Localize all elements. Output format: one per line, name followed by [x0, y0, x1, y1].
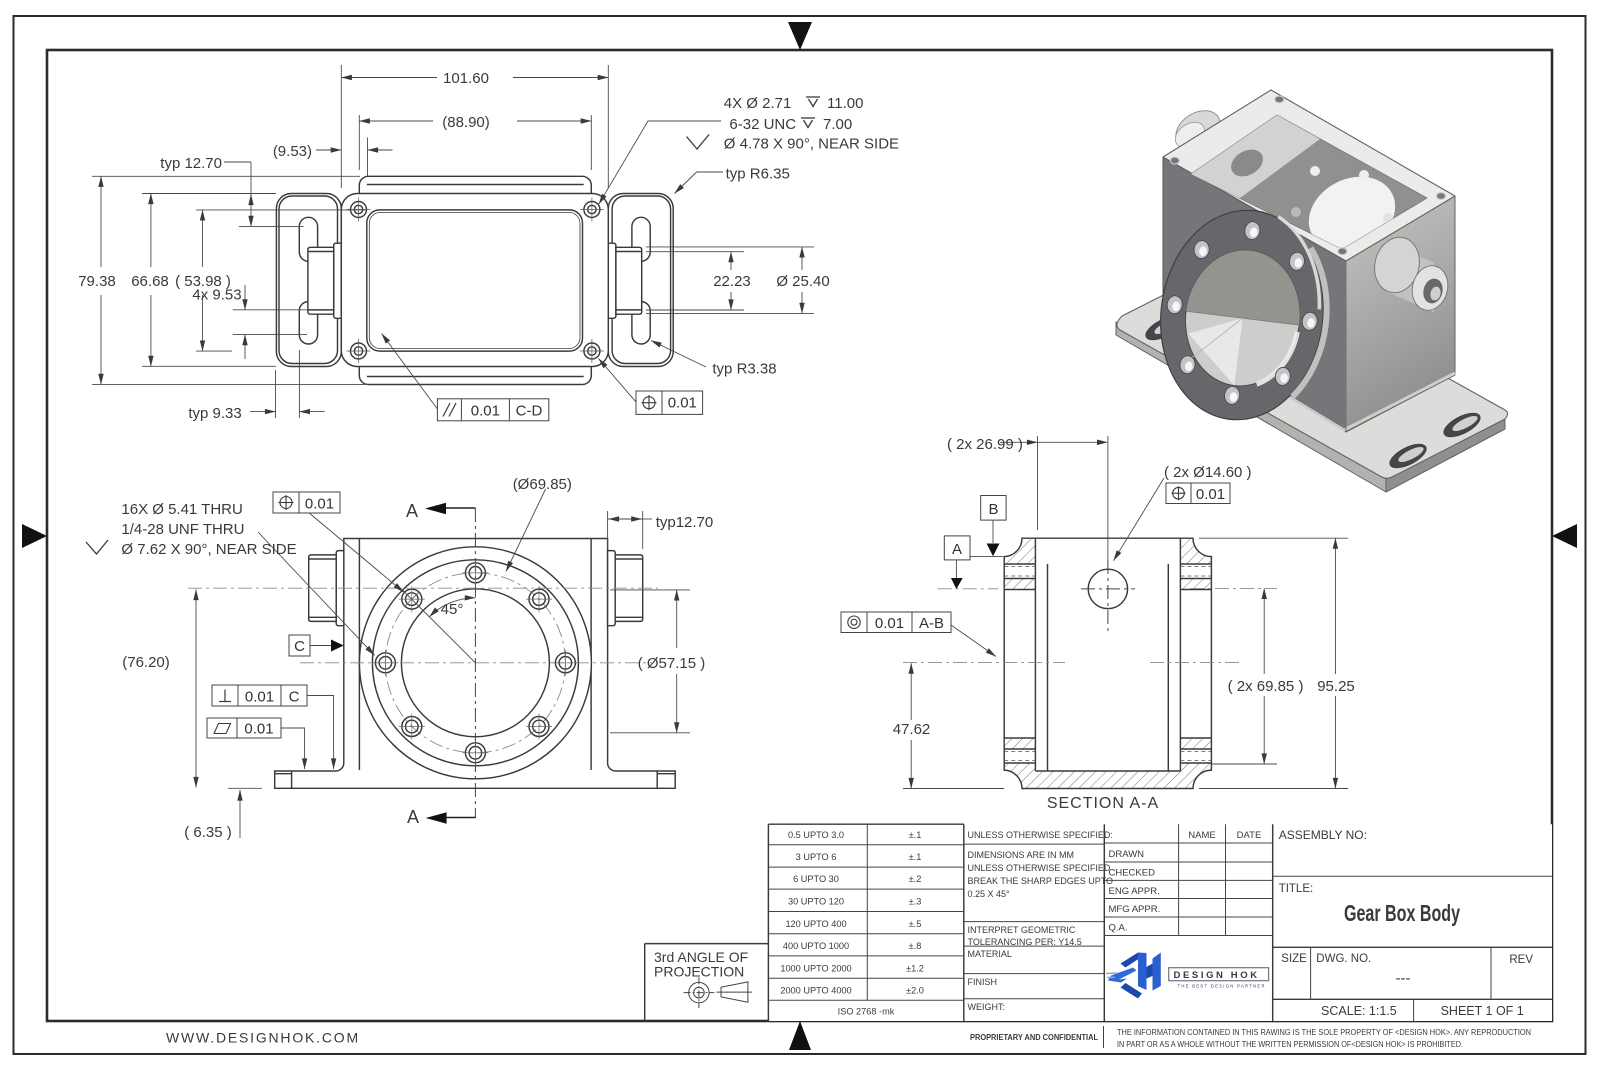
svg-text:WWW.DESIGNHOK.COM: WWW.DESIGNHOK.COM: [166, 1030, 360, 1046]
svg-text:FINISH: FINISH: [968, 977, 998, 987]
svg-text:1000 UPTO 2000: 1000 UPTO 2000: [780, 964, 851, 974]
svg-text:( 2x 26.99 ): ( 2x 26.99 ): [947, 436, 1023, 453]
svg-text:0.01: 0.01: [305, 495, 334, 512]
svg-text:120 UPTO 400: 120 UPTO 400: [785, 919, 846, 929]
svg-text:0.01: 0.01: [471, 402, 500, 419]
svg-text:0.01: 0.01: [875, 615, 904, 632]
svg-text:79.38: 79.38: [78, 273, 116, 290]
svg-text:±1.2: ±1.2: [906, 964, 924, 974]
svg-text:±.2: ±.2: [909, 874, 922, 884]
svg-text:±.1: ±.1: [909, 830, 922, 840]
svg-text:( 6.35 ): ( 6.35 ): [184, 824, 232, 841]
svg-text:±.3: ±.3: [909, 897, 922, 907]
svg-text:C: C: [294, 638, 305, 655]
svg-text:SECTION A-A: SECTION A-A: [1047, 795, 1159, 812]
svg-text:WEIGHT:: WEIGHT:: [968, 1002, 1006, 1012]
svg-text:REV: REV: [1509, 954, 1533, 966]
svg-text:(76.20): (76.20): [122, 654, 170, 671]
svg-text:MFG APPR.: MFG APPR.: [1109, 904, 1161, 915]
svg-text:PROPRIETARY AND CONFIDENTIAL: PROPRIETARY AND CONFIDENTIAL: [970, 1032, 1098, 1042]
svg-text:7.00: 7.00: [823, 116, 852, 133]
svg-text:(Ø69.85): (Ø69.85): [513, 476, 572, 493]
svg-text:SIZE: SIZE: [1281, 953, 1307, 965]
svg-text:DESIGN HOK: DESIGN HOK: [1174, 970, 1260, 981]
svg-text:typ R6.35: typ R6.35: [726, 166, 790, 183]
svg-text:6-32 UNC: 6-32 UNC: [729, 116, 796, 133]
svg-text:UNLESS OTHERWISE SPECIFIED:: UNLESS OTHERWISE SPECIFIED:: [968, 830, 1113, 840]
svg-text:( 2x 69.85 ): ( 2x 69.85 ): [1228, 678, 1304, 695]
svg-text:±.8: ±.8: [909, 941, 922, 951]
svg-text:SCALE: 1:1.5: SCALE: 1:1.5: [1321, 1004, 1397, 1018]
svg-text:PROJECTION: PROJECTION: [654, 964, 744, 980]
svg-text:Ø 4.78 X 90°, NEAR SIDE: Ø 4.78 X 90°, NEAR SIDE: [724, 136, 899, 153]
svg-text:400 UPTO 1000: 400 UPTO 1000: [783, 941, 849, 951]
svg-text:1/4-28 UNF THRU: 1/4-28 UNF THRU: [121, 521, 244, 538]
svg-text:22.23: 22.23: [713, 273, 751, 290]
svg-text:TITLE:: TITLE:: [1279, 883, 1314, 895]
svg-text:0.01: 0.01: [244, 720, 273, 737]
svg-text:NAME: NAME: [1188, 830, 1215, 841]
svg-text:MATERIAL: MATERIAL: [968, 949, 1012, 959]
svg-text:C: C: [289, 688, 300, 705]
svg-text:0.01: 0.01: [1196, 486, 1225, 503]
svg-text:±2.0: ±2.0: [906, 986, 924, 996]
svg-text:0.5 UPTO 3.0: 0.5 UPTO 3.0: [788, 830, 844, 840]
svg-text:47.62: 47.62: [893, 721, 931, 738]
svg-text:2000 UPTO 4000: 2000 UPTO 4000: [780, 986, 851, 996]
svg-text:( 2x Ø14.60 ): ( 2x Ø14.60 ): [1164, 464, 1252, 481]
svg-text:3rd ANGLE OF: 3rd ANGLE OF: [654, 949, 748, 965]
svg-text:3 UPTO 6: 3 UPTO 6: [796, 852, 837, 862]
svg-text:Ø 7.62 X 90°, NEAR SIDE: Ø 7.62 X 90°, NEAR SIDE: [121, 541, 296, 558]
svg-text:TOLERANCING PER: Y14.5: TOLERANCING PER: Y14.5: [968, 937, 1082, 947]
svg-text:IN PART OR AS A WHOLE WITHOUT: IN PART OR AS A WHOLE WITHOUT THE WRITTE…: [1117, 1040, 1463, 1049]
svg-text:Gear Box Body: Gear Box Body: [1344, 900, 1460, 926]
svg-text:16X Ø 5.41 THRU: 16X Ø 5.41 THRU: [121, 501, 242, 518]
svg-text:INTERPRET GEOMETRIC: INTERPRET GEOMETRIC: [968, 925, 1076, 935]
svg-text:95.25: 95.25: [1317, 678, 1355, 695]
svg-text:(9.53): (9.53): [273, 143, 312, 160]
svg-text:typ R3.38: typ R3.38: [712, 361, 776, 378]
svg-text:30 UPTO 120: 30 UPTO 120: [788, 897, 844, 907]
svg-text:0.25 X 45°: 0.25 X 45°: [968, 889, 1011, 899]
svg-text:45°: 45°: [441, 601, 464, 618]
svg-text:DRAWN: DRAWN: [1109, 849, 1145, 860]
svg-text:DWG. NO.: DWG. NO.: [1316, 953, 1371, 965]
svg-text:A: A: [407, 807, 419, 827]
svg-text:( Ø57.15 ): ( Ø57.15 ): [638, 655, 706, 672]
svg-text:B: B: [988, 501, 998, 518]
svg-text:C-D: C-D: [516, 402, 543, 419]
svg-text:±.5: ±.5: [909, 919, 922, 929]
svg-text:A: A: [406, 501, 418, 521]
svg-text:101.60: 101.60: [443, 70, 489, 87]
svg-text:Ø 25.40: Ø 25.40: [776, 273, 829, 290]
svg-text:A: A: [952, 541, 962, 558]
svg-text:Q.A.: Q.A.: [1109, 923, 1128, 934]
svg-text:(88.90): (88.90): [442, 114, 490, 131]
svg-text:0.01: 0.01: [245, 688, 274, 705]
svg-text:typ 12.70: typ 12.70: [160, 155, 222, 172]
svg-text:4X Ø 2.71: 4X Ø 2.71: [724, 95, 792, 112]
svg-text:CHECKED: CHECKED: [1109, 868, 1156, 879]
svg-text:typ 9.33: typ 9.33: [188, 405, 241, 422]
svg-text:66.68: 66.68: [131, 273, 169, 290]
svg-text:A-B: A-B: [919, 615, 944, 632]
svg-text:ASSEMBLY NO:: ASSEMBLY NO:: [1279, 828, 1367, 842]
svg-text:---: ---: [1396, 970, 1411, 987]
svg-text:THE BEST DESIGN PARTNER: THE BEST DESIGN PARTNER: [1178, 984, 1266, 989]
svg-text:THE INFORMATION CONTAINED IN T: THE INFORMATION CONTAINED IN THIS RAWING…: [1117, 1028, 1531, 1037]
svg-text:UNLESS OTHERWISE SPECIFIED .: UNLESS OTHERWISE SPECIFIED .: [968, 863, 1116, 873]
svg-text:SHEET 1 OF 1: SHEET 1 OF 1: [1441, 1004, 1524, 1018]
svg-text:11.00: 11.00: [827, 95, 863, 112]
svg-text:ENG APPR.: ENG APPR.: [1109, 886, 1160, 897]
svg-text:DIMENSIONS ARE IN MM: DIMENSIONS ARE IN MM: [968, 850, 1075, 860]
svg-text:typ12.70: typ12.70: [656, 514, 714, 531]
svg-text:( 53.98 ): ( 53.98 ): [175, 273, 231, 290]
svg-text:0.01: 0.01: [668, 395, 697, 412]
svg-text:ISO 2768 -mk: ISO 2768 -mk: [838, 1007, 895, 1017]
svg-text:DATE: DATE: [1237, 830, 1262, 841]
svg-text:6 UPTO 30: 6 UPTO 30: [793, 874, 839, 884]
svg-text:±.1: ±.1: [909, 852, 922, 862]
svg-text:BREAK THE SHARP EDGES UPTO: BREAK THE SHARP EDGES UPTO: [968, 876, 1114, 886]
svg-text:4x 9.53: 4x 9.53: [192, 287, 241, 304]
